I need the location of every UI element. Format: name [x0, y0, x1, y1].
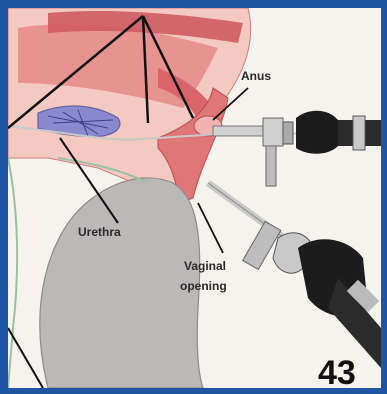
vaginal-label-line2: opening — [180, 279, 227, 293]
pointer-vaginal — [198, 203, 223, 253]
anatomy-illustration: Anus Urethra Vaginal opening 43 — [8, 8, 381, 388]
lower-endoscope — [208, 183, 381, 368]
pointer-bottom — [8, 328, 43, 388]
urethra-label: Urethra — [78, 225, 121, 239]
leg-outline — [8, 158, 17, 388]
vaginal-label-line1: Vaginal — [184, 259, 226, 273]
thigh — [40, 178, 203, 388]
illustration-canvas: Anus Urethra Vaginal opening 43 — [8, 8, 381, 388]
anus-label: Anus — [241, 69, 271, 83]
upper-endoscope — [213, 111, 381, 186]
slide-number: 43 — [318, 354, 356, 388]
